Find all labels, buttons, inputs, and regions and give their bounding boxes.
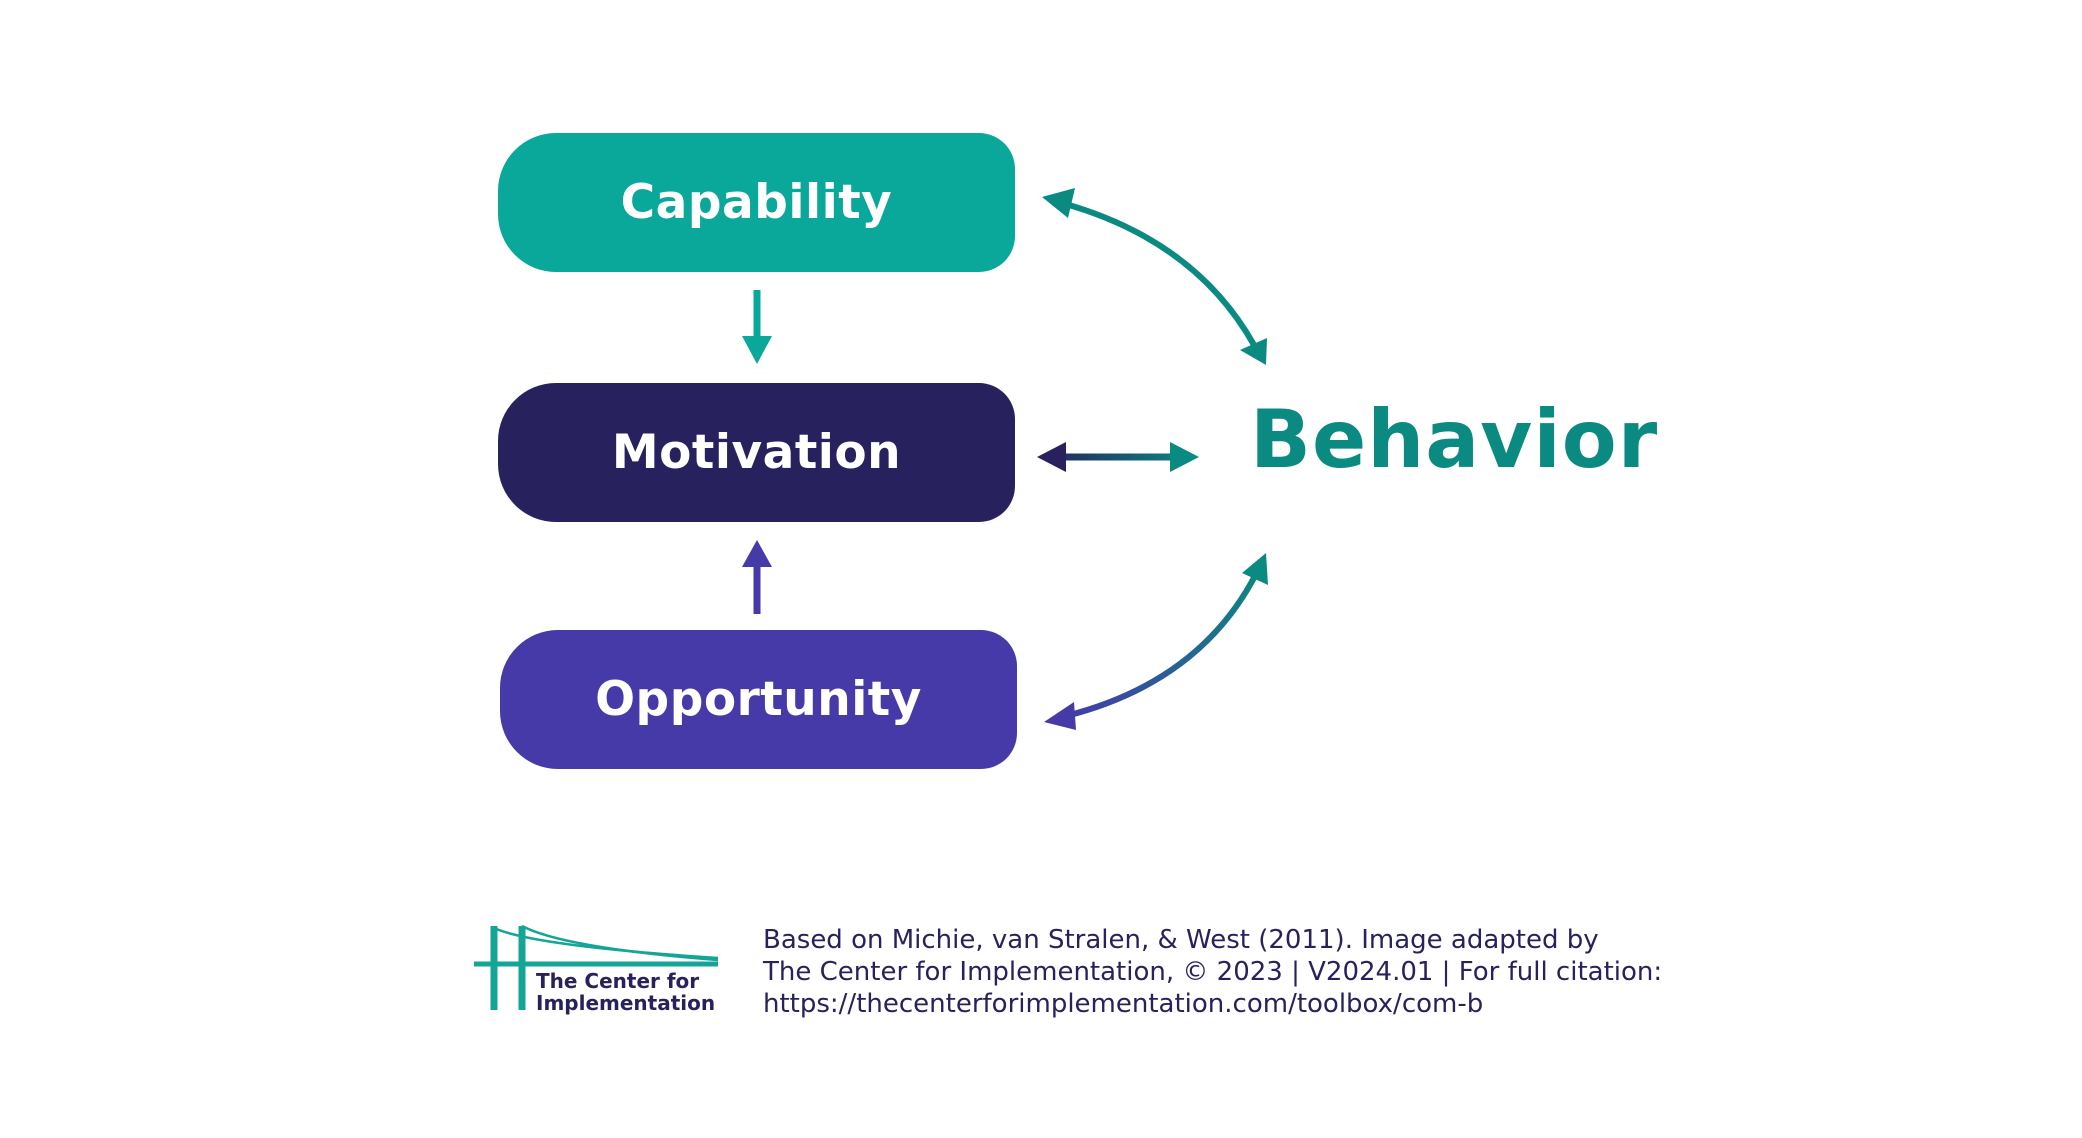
arrow-capability-to-motivation (742, 290, 772, 364)
citation-url[interactable]: https://thecenterforimplementation.com/t… (763, 989, 1484, 1019)
citation-line-1: Based on Michie, van Stralen, & West (20… (763, 925, 1599, 955)
citation: Based on Michie, van Stralen, & West (20… (763, 924, 1662, 1020)
logo-line-2: Implementation (536, 991, 716, 1015)
opportunity-box: Opportunity (500, 630, 1017, 769)
capability-box: Capability (498, 133, 1015, 272)
motivation-box: Motivation (498, 383, 1015, 522)
arrow-opportunity-behavior (1044, 553, 1268, 730)
citation-line-2: The Center for Implementation, © 2023 | … (763, 957, 1663, 987)
bridge-icon (474, 924, 719, 1010)
behavior-label: Behavior (1250, 393, 1659, 486)
logo-text: The Center for Implementation (536, 970, 715, 1014)
arrow-capability-behavior (1042, 188, 1267, 365)
logo-line-1: The Center for (536, 969, 700, 993)
arrow-motivation-behavior (1037, 442, 1199, 472)
arrow-opportunity-to-motivation (742, 540, 772, 614)
